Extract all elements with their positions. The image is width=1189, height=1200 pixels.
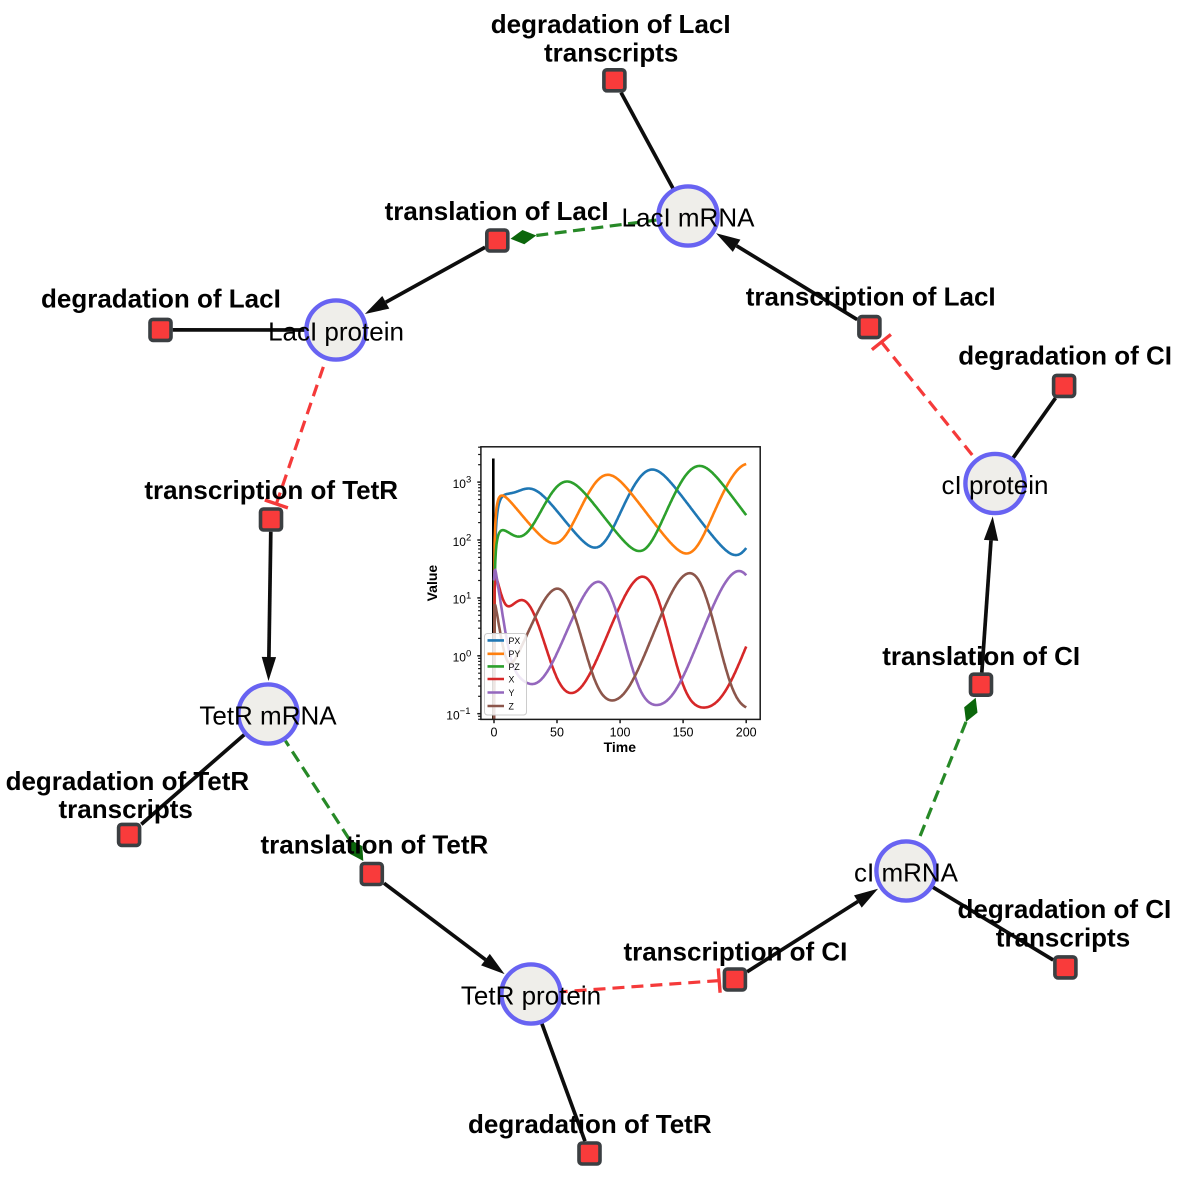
svg-text:150: 150 bbox=[673, 725, 694, 739]
svg-text:translation of LacI: translation of LacI bbox=[385, 196, 609, 226]
svg-text:cI protein: cI protein bbox=[942, 470, 1049, 500]
svg-text:X: X bbox=[509, 674, 515, 684]
svg-text:transcripts: transcripts bbox=[996, 923, 1130, 953]
svg-text:degradation of TetR: degradation of TetR bbox=[6, 766, 250, 796]
svg-text:100: 100 bbox=[610, 725, 631, 739]
svg-text:transcription of LacI: transcription of LacI bbox=[746, 282, 996, 312]
svg-text:LacI protein: LacI protein bbox=[268, 316, 404, 346]
svg-text:Z: Z bbox=[509, 701, 515, 711]
svg-text:PZ: PZ bbox=[509, 662, 521, 672]
svg-text:Y: Y bbox=[509, 688, 515, 698]
svg-text:TetR protein: TetR protein bbox=[461, 980, 601, 1010]
svg-text:Value: Value bbox=[424, 565, 440, 602]
svg-text:degradation of CI: degradation of CI bbox=[958, 341, 1172, 371]
svg-text:transcripts: transcripts bbox=[59, 794, 193, 824]
svg-text:PY: PY bbox=[509, 649, 521, 659]
svg-text:degradation of LacI: degradation of LacI bbox=[491, 9, 731, 39]
svg-text:translation of TetR: translation of TetR bbox=[261, 830, 489, 860]
svg-text:degradation of LacI: degradation of LacI bbox=[41, 284, 281, 314]
svg-text:200: 200 bbox=[736, 725, 757, 739]
svg-text:0: 0 bbox=[491, 725, 498, 739]
svg-text:PX: PX bbox=[509, 636, 521, 646]
svg-text:degradation of TetR: degradation of TetR bbox=[468, 1109, 712, 1139]
svg-text:translation of CI: translation of CI bbox=[882, 641, 1080, 671]
svg-text:50: 50 bbox=[550, 725, 564, 739]
svg-text:transcription of CI: transcription of CI bbox=[623, 937, 847, 967]
svg-text:Time: Time bbox=[604, 739, 637, 755]
svg-text:transcription of TetR: transcription of TetR bbox=[144, 475, 398, 505]
svg-text:transcripts: transcripts bbox=[544, 38, 678, 68]
svg-text:TetR mRNA: TetR mRNA bbox=[199, 700, 337, 730]
svg-text:cI mRNA: cI mRNA bbox=[854, 857, 959, 887]
svg-text:degradation of CI: degradation of CI bbox=[958, 894, 1172, 924]
svg-text:LacI mRNA: LacI mRNA bbox=[622, 202, 756, 232]
